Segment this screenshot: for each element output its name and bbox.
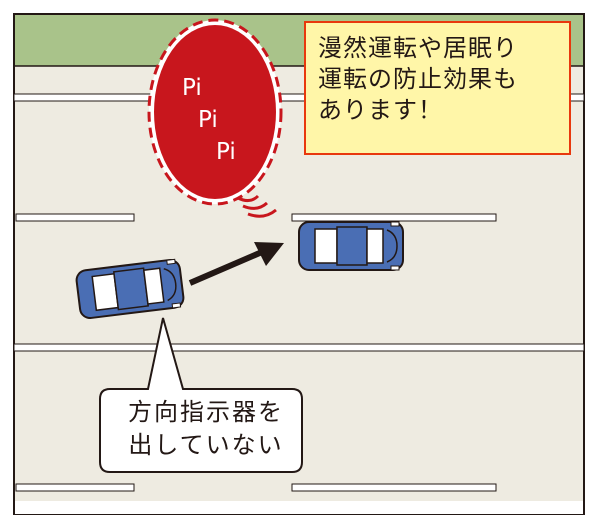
- lane-line-dash: [291, 483, 497, 492]
- sound-text-3: Pi: [216, 139, 236, 165]
- lane-change-arrow: [188, 242, 284, 286]
- note-line: 運転の防止効果も: [318, 65, 518, 93]
- lane-line-top: [13, 93, 585, 102]
- note-line: あります！: [318, 96, 443, 124]
- alert-sound-balloon: [147, 18, 283, 218]
- note-line: 漫然運転や居眠り: [318, 34, 518, 62]
- speech-bubble: [99, 317, 303, 473]
- sound-text-2: Pi: [198, 107, 218, 133]
- car-after: [298, 221, 404, 271]
- lane-line-center: [13, 343, 585, 352]
- lane-markings: [13, 93, 585, 492]
- bubble-text: 方向指示器を 出していない: [108, 396, 304, 462]
- bubble-line: 方向指示器を: [128, 398, 284, 426]
- frame-border: [13, 13, 585, 515]
- bubble-line: 出していない: [128, 431, 284, 459]
- lane-line-dash: [15, 483, 135, 492]
- lane-line-dash: [15, 213, 135, 222]
- lane-line-dash: [291, 213, 497, 222]
- car-before: [75, 258, 185, 320]
- sound-text-1: Pi: [182, 75, 202, 101]
- note-box-bg: [304, 21, 571, 155]
- note-text: 漫然運転や居眠り 運転の防止効果も あります！: [318, 33, 568, 126]
